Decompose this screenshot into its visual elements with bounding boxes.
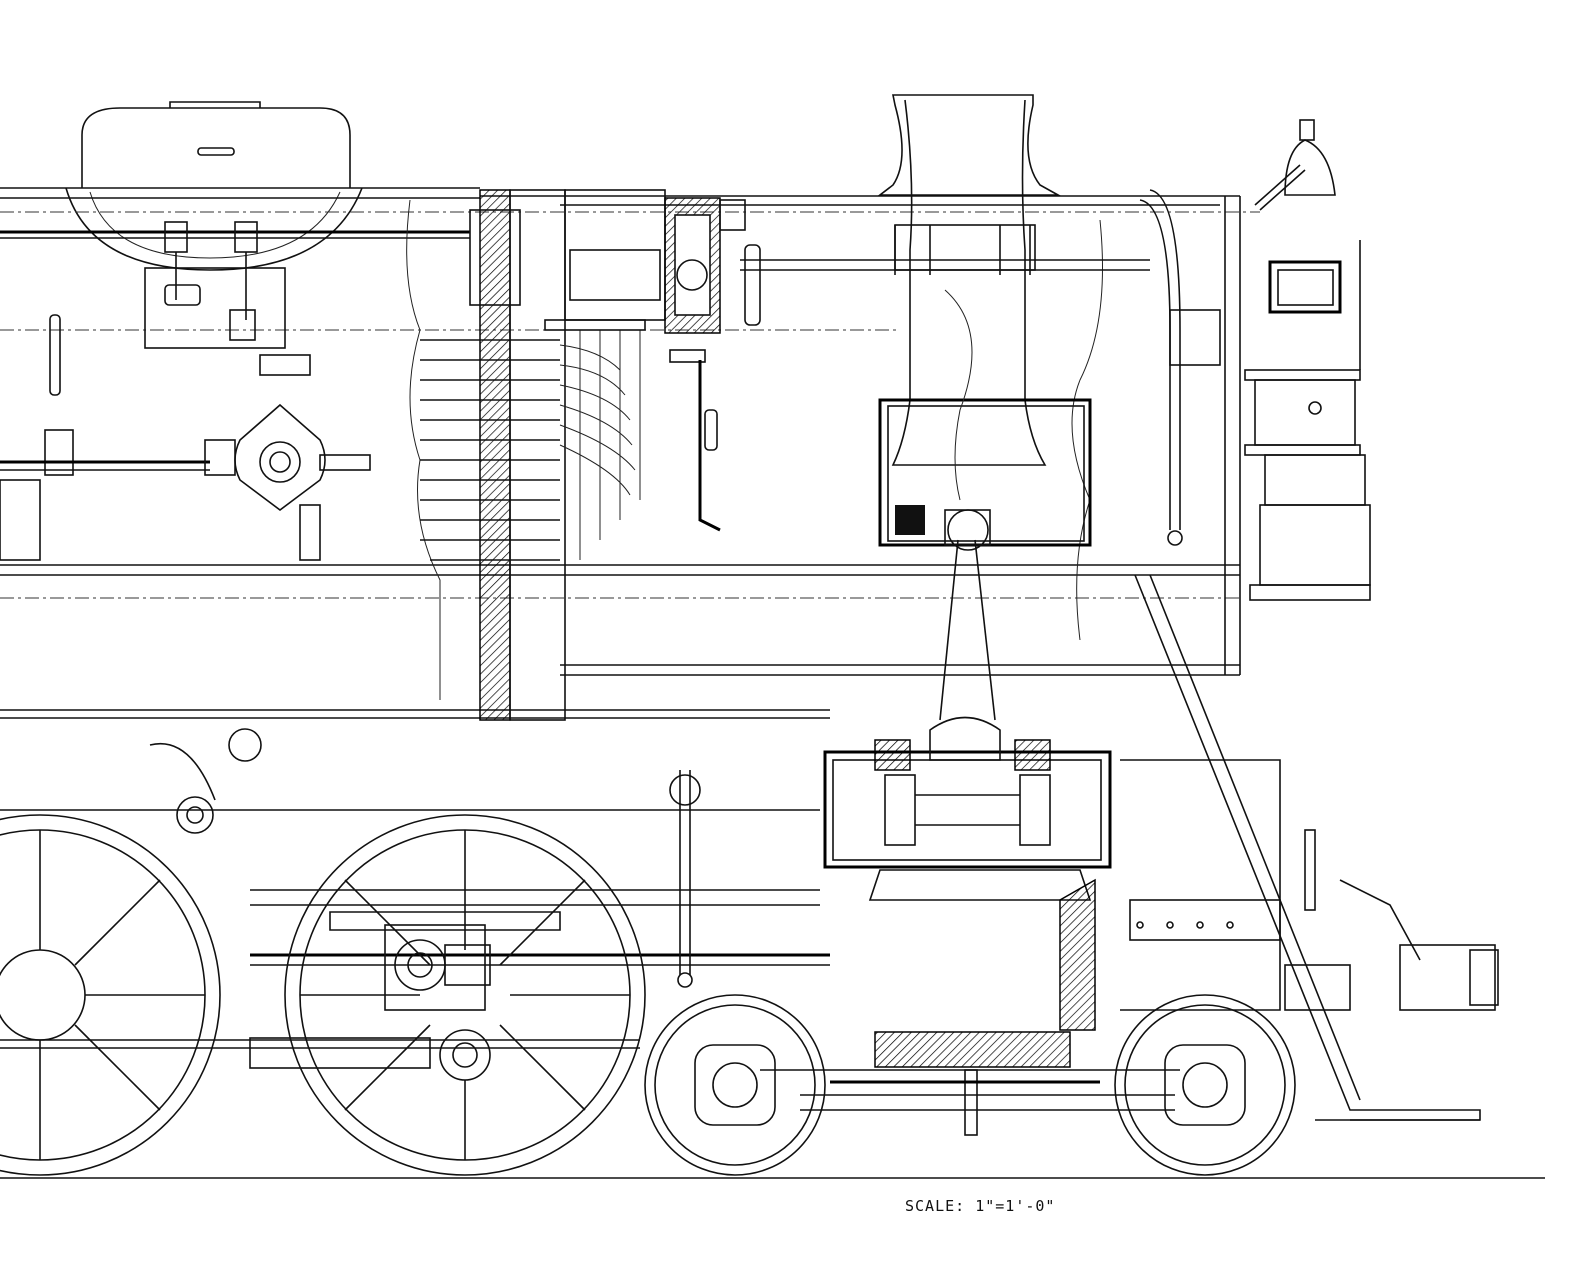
cylinder <box>823 509 1112 1068</box>
dome <box>65 101 363 271</box>
combustion-chamber <box>406 189 641 721</box>
frame <box>0 574 1499 1121</box>
main-rod <box>149 728 830 1011</box>
smokestack <box>877 94 1092 547</box>
driving-wheel-middle <box>284 814 646 1176</box>
scale-label: SCALE: 1"=1'-0" <box>905 1197 1055 1215</box>
pilot-wheel-front <box>1114 994 1296 1176</box>
driving-wheel-left <box>0 814 221 1176</box>
valve-assembly <box>544 189 1150 532</box>
feedwater-fittings <box>0 221 371 561</box>
pilot-wheel-rear <box>644 994 826 1176</box>
scale-label-prefix: SCALE: <box>905 1197 966 1215</box>
scale-value: 1"=1'-0" <box>975 1197 1056 1215</box>
pilot-truck-frame <box>760 1069 1180 1136</box>
front-end <box>1139 119 1371 601</box>
